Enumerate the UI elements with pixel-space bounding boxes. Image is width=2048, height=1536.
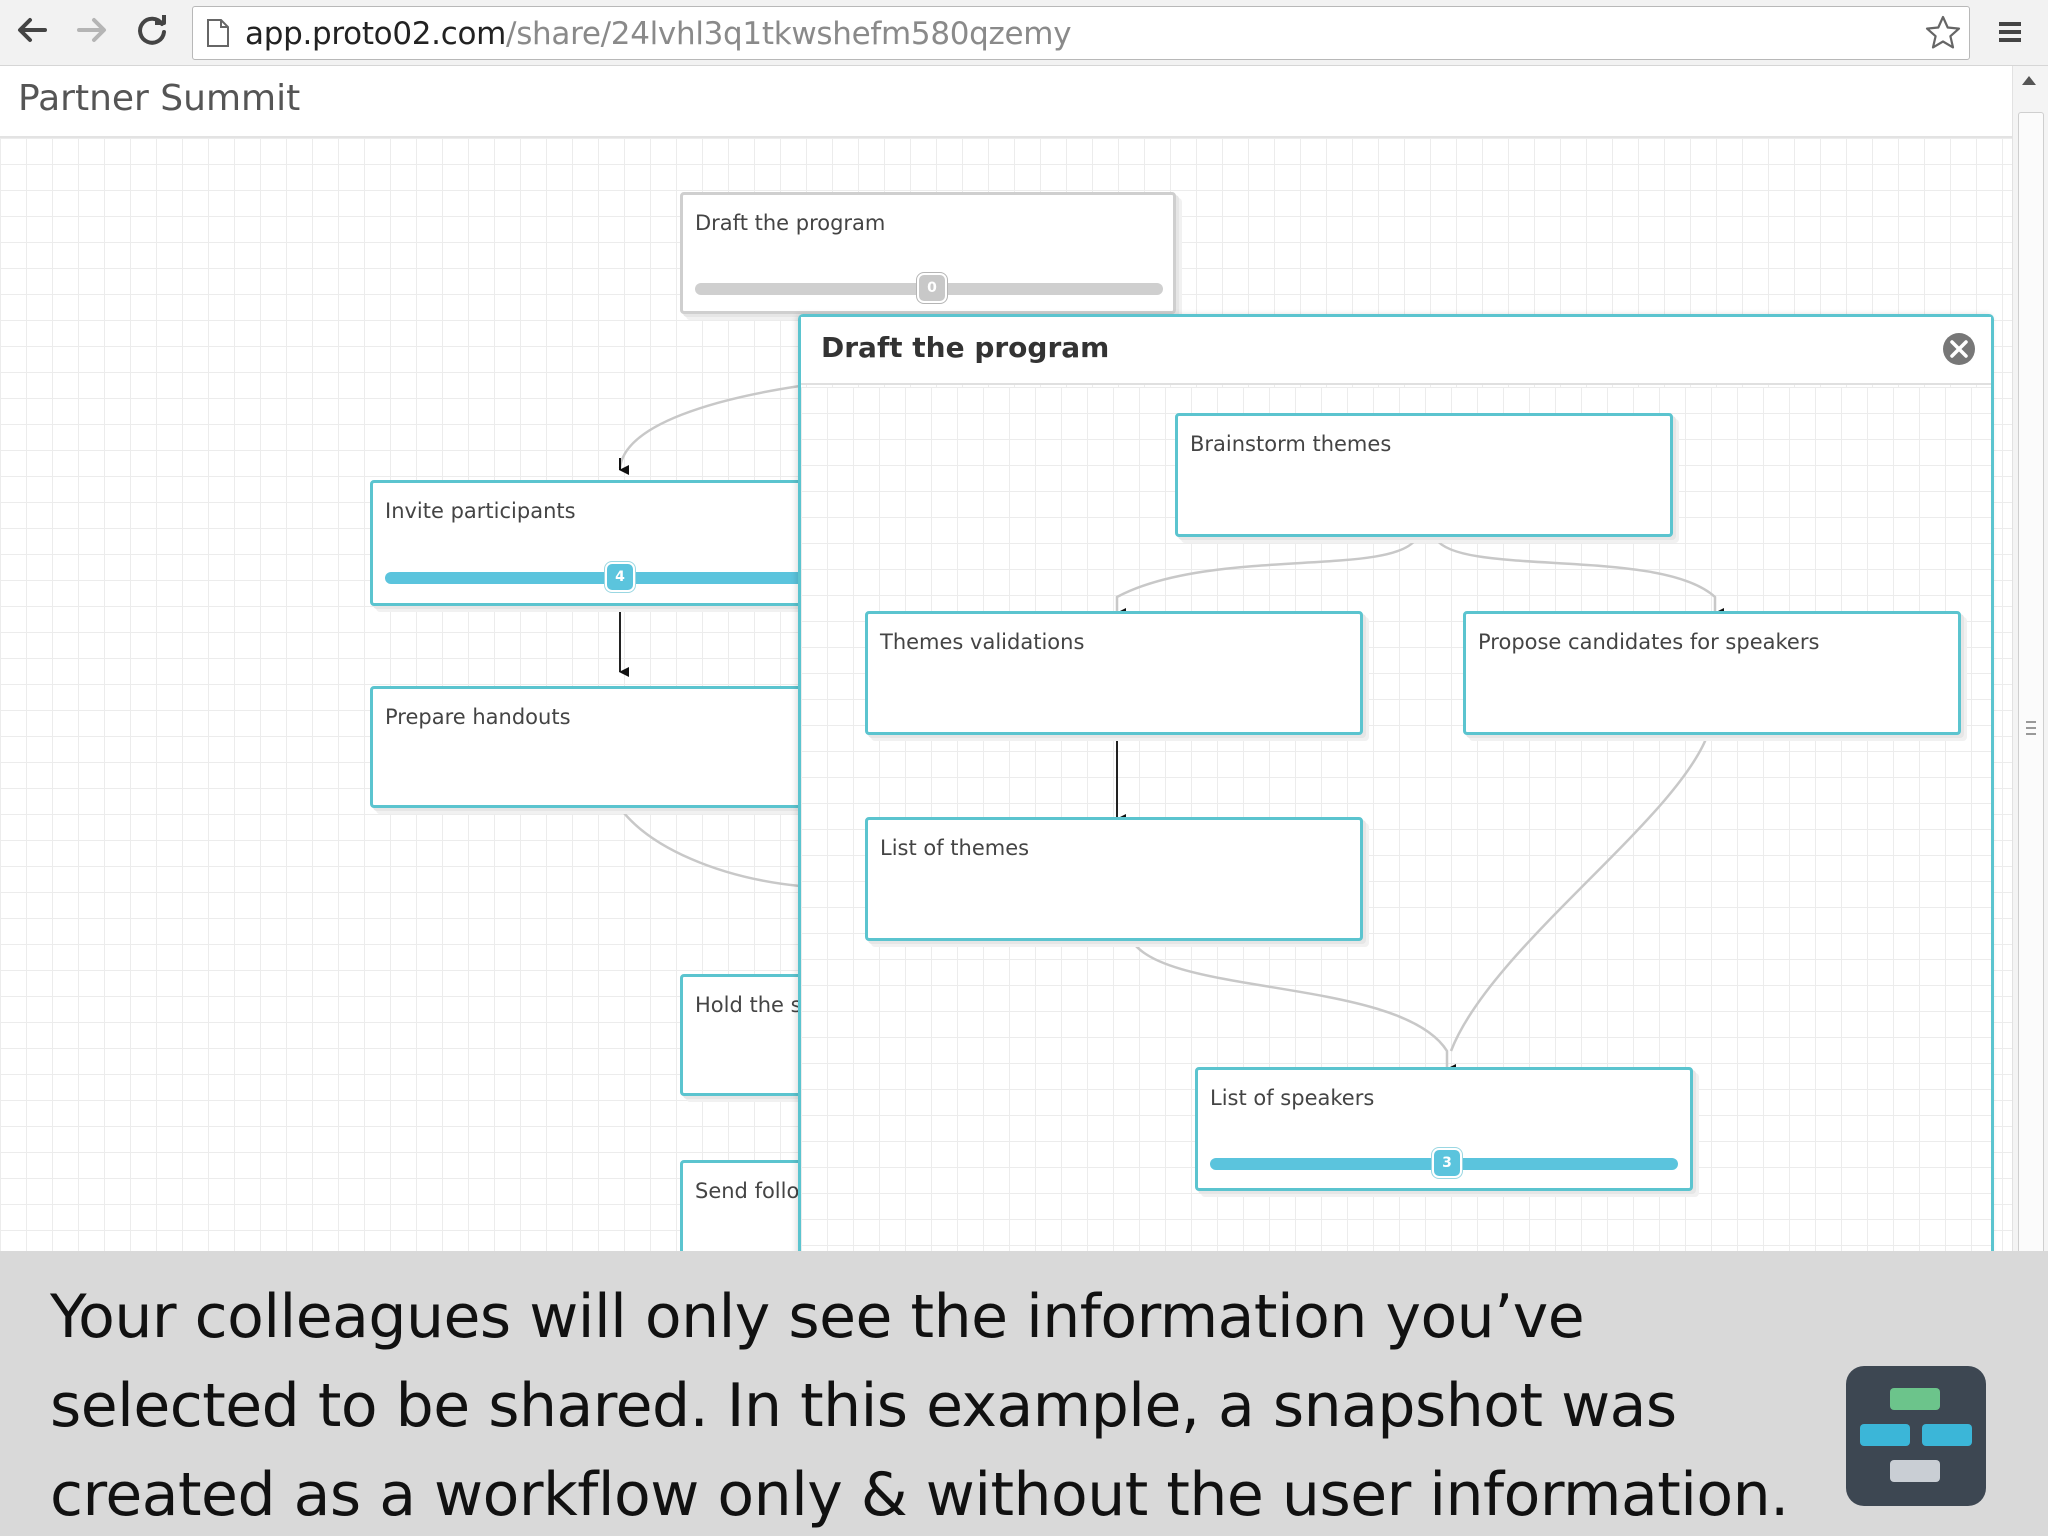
forward-button[interactable]	[70, 8, 114, 52]
reload-button[interactable]	[130, 8, 174, 52]
edge-list-themes-to-speakers-list	[1129, 938, 1456, 1074]
workflow-edges	[618, 384, 800, 888]
dialog-header: Draft the program	[801, 317, 1991, 385]
subtask-dialog: Draft the program Brainstorm t	[798, 314, 1994, 1251]
node-label: Propose candidates for speakers	[1478, 630, 1820, 654]
node-label: Hold the s	[695, 993, 802, 1017]
dialog-edges	[1115, 538, 1724, 1074]
url-path: /share/24lvhl3q1tkwshefm580qzemy	[506, 16, 1072, 52]
menu-button[interactable]	[1988, 10, 2032, 54]
node-label: List of speakers	[1210, 1086, 1375, 1110]
edge-draft-to-invite	[618, 384, 800, 469]
scroll-up-arrow-icon[interactable]	[2022, 76, 2036, 85]
node-label: Draft the program	[695, 211, 886, 235]
dialog-canvas[interactable]: Brainstorm themes Themes validations Pro…	[801, 387, 1991, 1251]
grip-icon	[2026, 721, 2036, 735]
edge-brainstorm-to-validations	[1115, 538, 1418, 618]
node-label: Themes validations	[880, 630, 1085, 654]
vertical-scrollbar[interactable]	[2012, 66, 2048, 1262]
caption-band: Your colleagues will only see the inform…	[0, 1251, 2048, 1536]
menu-icon	[1999, 22, 2021, 42]
node-brainstorm-themes[interactable]: Brainstorm themes	[1175, 413, 1673, 537]
reload-icon	[138, 15, 166, 45]
browser-toolbar: app.proto02.com/share/24lvhl3q1tkwshefm5…	[0, 0, 2048, 66]
app-logo	[1846, 1366, 1986, 1506]
close-icon[interactable]	[1941, 331, 1977, 367]
node-label: List of themes	[880, 836, 1030, 860]
node-label: Send follo	[695, 1179, 800, 1203]
page-icon	[207, 19, 229, 47]
progress-bar: 4	[385, 562, 815, 592]
node-label: Brainstorm themes	[1190, 432, 1392, 456]
back-icon	[18, 18, 47, 42]
progress-bar: 0	[695, 273, 1163, 303]
app-header: Partner Summit	[0, 66, 2012, 138]
url-host: app.proto02.com	[245, 16, 507, 52]
forward-icon	[77, 18, 106, 42]
logo-bar-blue-right	[1922, 1424, 1972, 1446]
caption-text: Your colleagues will only see the inform…	[50, 1282, 1789, 1530]
edge-brainstorm-to-speakers	[1434, 538, 1724, 618]
progress-knob[interactable]: 3	[1432, 1148, 1462, 1178]
page-title: Partner Summit	[18, 78, 301, 119]
workflow-canvas[interactable]: Draft the program 0 Invite participants …	[0, 138, 2012, 1251]
scroll-thumb[interactable]	[2018, 112, 2044, 1262]
progress-knob[interactable]: 0	[917, 273, 947, 303]
progress-bar: 3	[1210, 1148, 1678, 1178]
url-text: app.proto02.com/share/24lvhl3q1tkwshefm5…	[245, 16, 1072, 52]
progress-knob[interactable]: 4	[605, 562, 635, 592]
node-label: Prepare handouts	[385, 705, 571, 729]
star-icon[interactable]	[1923, 13, 1963, 53]
node-themes-validations[interactable]: Themes validations	[865, 611, 1363, 735]
node-list-of-themes[interactable]: List of themes	[865, 817, 1363, 941]
node-propose-candidates[interactable]: Propose candidates for speakers	[1463, 611, 1961, 735]
logo-bar-gray	[1890, 1460, 1940, 1482]
dialog-title: Draft the program	[821, 331, 1110, 364]
node-list-of-speakers[interactable]: List of speakers 3	[1195, 1067, 1693, 1191]
back-button[interactable]	[10, 8, 54, 52]
node-label: Invite participants	[385, 499, 576, 523]
edge-prepare-out	[619, 807, 800, 888]
node-prepare-handouts[interactable]: Prepare handouts	[370, 686, 810, 808]
node-draft-the-program[interactable]: Draft the program 0	[680, 192, 1176, 314]
edge-candidates-to-speakers-list	[1449, 730, 1711, 1052]
logo-bar-green	[1890, 1388, 1940, 1410]
logo-bar-blue-left	[1860, 1424, 1910, 1446]
node-invite-participants[interactable]: Invite participants 4	[370, 480, 815, 606]
address-bar[interactable]: app.proto02.com/share/24lvhl3q1tkwshefm5…	[192, 6, 1970, 60]
